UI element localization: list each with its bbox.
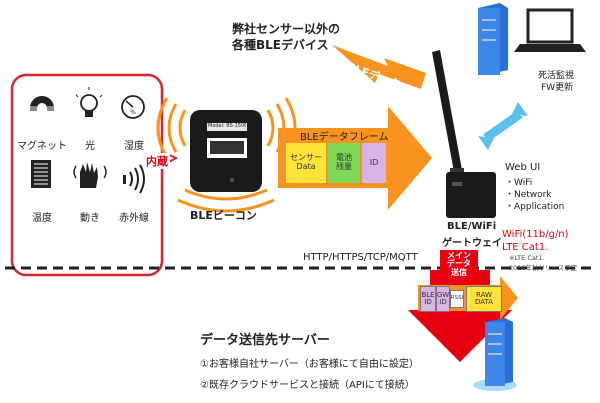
gateway-device bbox=[446, 172, 496, 218]
monitor-server bbox=[478, 3, 508, 75]
sensor-label-infrared: 赤外線 bbox=[119, 213, 149, 224]
gateway-antenna bbox=[432, 50, 464, 180]
conn-note-line2: 2016年秋リリース予定 bbox=[509, 264, 578, 272]
beacon-label: BLEビーコン bbox=[190, 209, 257, 222]
monitor-line1: 死活監視 bbox=[538, 71, 575, 81]
monitor-line2: FW更新 bbox=[541, 83, 574, 93]
gateway-label-line2: ゲートウェイ bbox=[442, 238, 502, 249]
web-ui-item-wifi: ・WiFi bbox=[505, 178, 533, 188]
conn-note-line1: ※LTE Cat1. bbox=[509, 254, 545, 262]
gauge-icon-shape: % bbox=[121, 95, 145, 119]
destination-item-1: ①お客様自社サーバー（お客様にて自由に設定） bbox=[200, 359, 419, 370]
conn-line1: WiFi(11b/g/n) bbox=[502, 229, 569, 240]
beacon-model-label: Model: BS-1506 bbox=[208, 123, 246, 129]
svg-text:%: % bbox=[130, 109, 136, 116]
destination-title: データ送信先サーバー bbox=[200, 333, 330, 348]
packet-cell-rssi: RSSI bbox=[450, 290, 464, 308]
frame-title: BLEデータフレーム bbox=[300, 132, 389, 143]
destination-item-2: ②既存クラウドサービスと接続（APIにて接続） bbox=[200, 380, 415, 391]
main-data-label: メイン データ 送信 bbox=[440, 250, 478, 280]
magnet-icon-shape bbox=[30, 96, 54, 111]
web-ui-item-application: ・Application bbox=[505, 202, 565, 212]
hand-icon-shape bbox=[73, 162, 107, 188]
web-ui-item-network: ・Network bbox=[505, 190, 552, 200]
frame-cell-battery: 電池残量 bbox=[328, 143, 360, 183]
destination-server bbox=[473, 318, 517, 391]
beacon-device bbox=[190, 110, 262, 192]
ble-data-arrow bbox=[332, 45, 426, 89]
top-caption-line2: 各種BLEデバイス bbox=[232, 38, 329, 52]
sensor-label-magnet: マグネット bbox=[17, 141, 67, 152]
thermometer-icon-shape bbox=[31, 160, 51, 188]
sensor-label-light: 光 bbox=[85, 141, 95, 152]
builtin-badge: 内蔵 bbox=[144, 153, 170, 169]
wave-icon-shape bbox=[123, 164, 145, 194]
top-caption-line1: 弊社センサー以外の bbox=[232, 22, 341, 36]
bidirectional-arrow bbox=[478, 102, 528, 150]
sensor-label-temperature: 温度 bbox=[32, 213, 52, 224]
frame-cell-id: ID bbox=[362, 143, 386, 183]
laptop bbox=[514, 8, 586, 52]
protocols-label: HTTP/HTTPS/TCP/MQTT bbox=[303, 252, 418, 263]
sensor-label-motion: 動き bbox=[80, 213, 100, 224]
lightbulb-icon-shape bbox=[75, 87, 103, 117]
sensor-label-humidity: 湿度 bbox=[124, 141, 144, 152]
gateway-label-line1: BLE/WiFi bbox=[447, 221, 497, 232]
conn-line2: LTE Cat1. bbox=[502, 242, 549, 253]
web-ui-title: Web UI bbox=[505, 162, 541, 173]
